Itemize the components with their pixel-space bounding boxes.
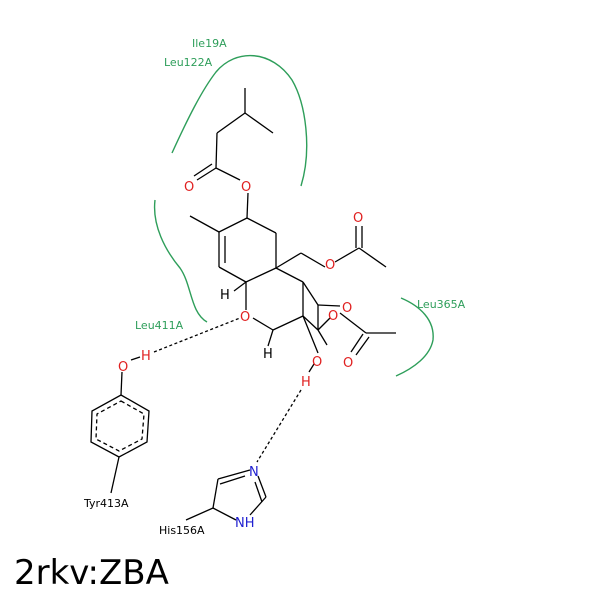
atom-o-ester2: O [325, 258, 335, 273]
atom-n-his2: NH [235, 516, 255, 531]
atom-o-ester2-carbonyl: O [353, 211, 363, 226]
residue-label-leu411: Leu411A [135, 319, 184, 332]
atom-labels: O O O O O O O O O H H H O H N NH [118, 180, 363, 531]
atom-o-tyr: O [118, 360, 128, 375]
hydrophobic-arc-leu365 [395, 297, 434, 377]
atom-o-hydroxyl: O [312, 355, 322, 370]
atom-o-ester1-carbonyl: O [184, 180, 194, 195]
hydrophobic-arc-ile19-leu122 [171, 54, 308, 187]
atom-h-tyr: H [141, 349, 151, 364]
hbond-his156-hydroxyl [256, 389, 302, 463]
residue-labels: Ile19A Leu122A Leu411A Leu365A Tyr413A H… [83, 37, 466, 537]
atom-o-ester1: O [241, 180, 251, 195]
histidine-156-fragment [185, 469, 267, 521]
diagram-title: 2rkv:ZBA [14, 553, 169, 593]
atom-h-ring2: H [263, 347, 273, 362]
residue-label-his156: His156A [159, 524, 205, 537]
residue-label-ile19: Ile19A [192, 37, 227, 50]
atom-o-epoxide: O [328, 309, 338, 324]
ligand-bonds [189, 88, 396, 373]
atom-h-ring1: H [220, 288, 230, 303]
atom-o-ester3-carbonyl: O [343, 356, 353, 371]
atom-o-ester3: O [342, 301, 352, 316]
atom-n-his1: N [249, 465, 259, 480]
hydrophobic-arcs [153, 54, 434, 377]
atom-h-hydroxyl: H [301, 375, 311, 390]
atom-o-ring: O [240, 310, 250, 325]
residue-label-leu365: Leu365A [417, 298, 466, 311]
hydrogen-bonds [153, 317, 302, 463]
tyrosine-413-fragment [90, 356, 150, 494]
hydrophobic-arc-leu411 [153, 199, 208, 323]
residue-label-leu122: Leu122A [164, 56, 213, 69]
hbond-tyr413-oring [153, 317, 241, 353]
residue-label-tyr413: Tyr413A [83, 497, 129, 510]
